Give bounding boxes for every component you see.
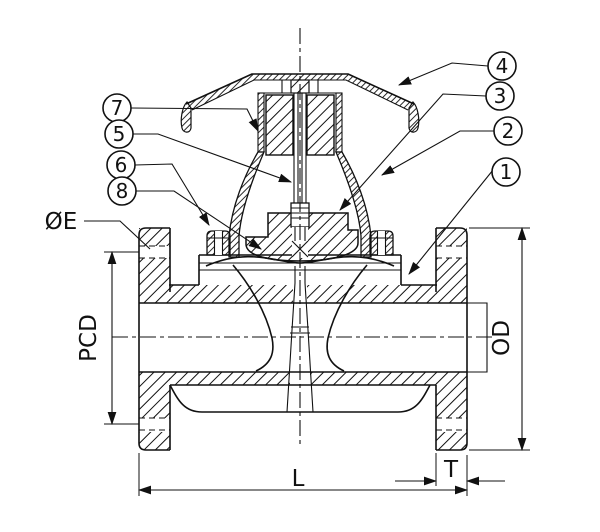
left-flange-hatch [139, 228, 170, 450]
callout-label-5: 5 [113, 122, 126, 146]
callout-label-4: 4 [496, 54, 509, 78]
right-flange-outline [436, 227, 468, 451]
right-flange-hatch [436, 228, 467, 450]
callout-circle-4 [487, 51, 517, 81]
callout-leaders [130, 62, 494, 275]
dimension-e: ØE [45, 209, 151, 250]
e-label: ØE [45, 209, 78, 235]
leader-2 [381, 130, 494, 176]
bonnet [228, 92, 372, 258]
hatch-fill [307, 285, 437, 303]
weir-funnel-left [286, 266, 296, 413]
weir-curve-left [232, 264, 274, 372]
stud-cross [291, 240, 309, 258]
stem [290, 93, 310, 258]
callout-circle-2 [493, 116, 523, 146]
dimension-od: OD [469, 226, 530, 452]
callout-label-8: 8 [116, 179, 129, 203]
dimension-pcd: PCD [76, 250, 139, 426]
callout-label-3: 3 [494, 84, 507, 108]
hatch-fill [310, 372, 437, 385]
bonnet-wall-left [257, 92, 265, 153]
hatch-fill [436, 228, 467, 246]
callout-circle-5 [104, 119, 134, 149]
callout-circle-8 [107, 176, 137, 206]
callout-balloons: 7 5 6 8 4 3 2 1 [102, 51, 523, 206]
flange-bolt-right [369, 230, 394, 256]
bolt-slot-fill [214, 231, 223, 255]
leader-4 [397, 62, 489, 86]
callout-label-1: 1 [500, 160, 513, 184]
callout-label-7: 7 [111, 96, 124, 120]
bonnet-block-right [306, 94, 335, 156]
callout-circle-1 [491, 157, 521, 187]
l-label: L [292, 466, 305, 492]
callout-label-6: 6 [115, 153, 128, 177]
handwheel [180, 73, 420, 133]
leader-6 [134, 163, 210, 226]
leader-8 [136, 190, 262, 250]
handwheel-rim-left [180, 101, 192, 133]
hatch-fill [139, 432, 170, 450]
body-wall-hatch [169, 285, 437, 385]
handwheel-wing-left-fill [186, 74, 254, 110]
hatch-fill [139, 228, 170, 246]
weir-curve-right [326, 264, 368, 372]
bolt-slot-fill [377, 231, 386, 255]
hatch-fill [139, 258, 170, 303]
callout-circle-3 [485, 81, 515, 111]
hatch-fill [436, 258, 467, 303]
callout-label-2: 2 [502, 119, 515, 143]
e-leader [84, 220, 151, 250]
leader-3 [339, 93, 487, 211]
hatch-fill [436, 432, 467, 450]
left-flange-outline [138, 227, 170, 451]
bonnet-block-left [265, 94, 294, 156]
stud-clearout [292, 227, 308, 258]
dimension-l: L [137, 453, 469, 496]
pcd-label: PCD [76, 314, 102, 362]
hatch-fill [169, 372, 290, 385]
hatch-fill [139, 372, 170, 418]
flange-bolt-left [206, 230, 231, 256]
handwheel-wing-right-fill [346, 74, 414, 110]
leader-7 [130, 107, 259, 132]
hatch-fill [169, 285, 293, 303]
valve-body [138, 227, 488, 451]
handwheel-top-outline [185, 73, 415, 105]
dimension-t: T [395, 453, 505, 486]
bonnet-wall-right [335, 92, 343, 153]
od-label: OD [489, 320, 515, 356]
weir-funnel-right [304, 266, 314, 413]
leader-1 [408, 169, 494, 275]
leader-5 [133, 133, 293, 183]
hatch-fill [436, 372, 467, 418]
t-label: T [443, 457, 459, 483]
